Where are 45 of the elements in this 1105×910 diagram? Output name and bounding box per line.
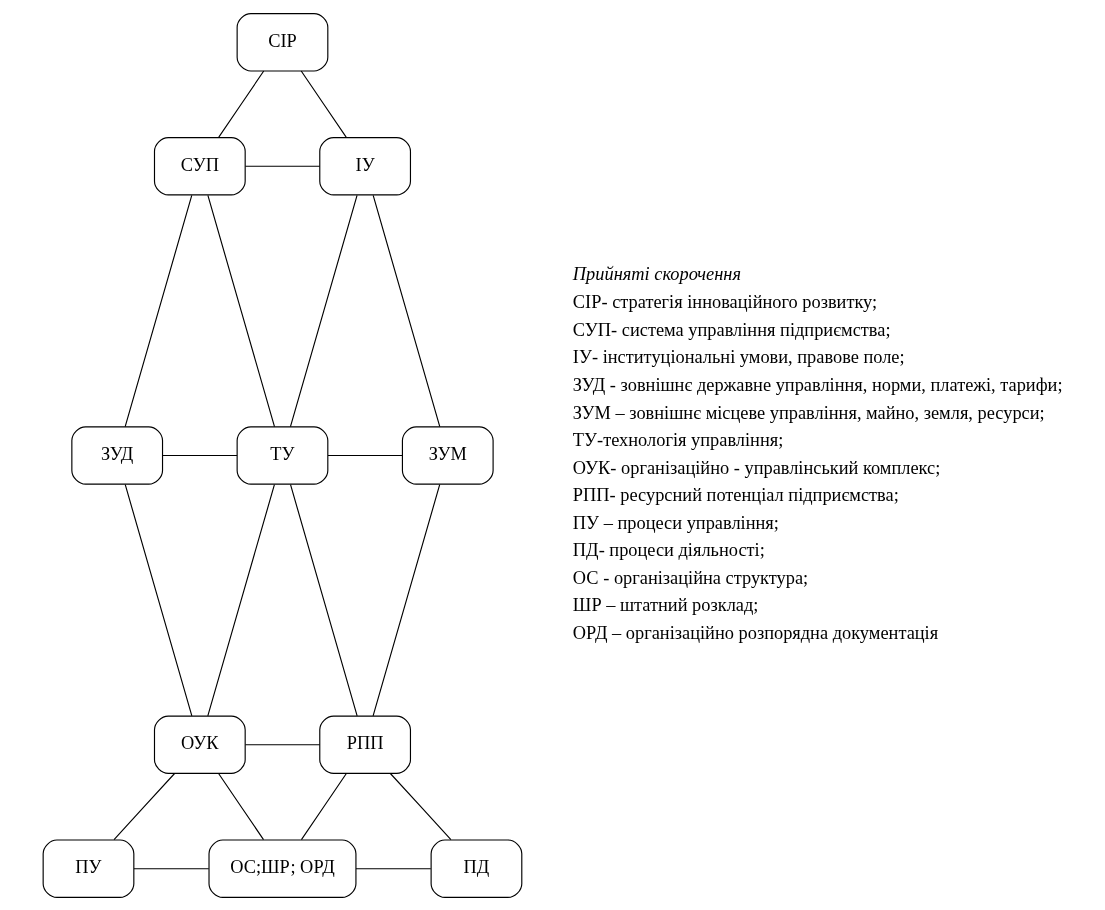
label: СІР- стратегія інноваційного розвитку;	[572, 291, 878, 312]
connector	[389, 772, 452, 840]
connector	[300, 69, 347, 138]
node-box: ОУК	[153, 714, 246, 774]
connector	[289, 194, 358, 427]
connector	[124, 483, 193, 716]
label: ПУ – процеси управління;	[572, 512, 779, 533]
label: ІУ- інституціональні умови, правове поле;	[572, 346, 905, 367]
node-box: ЗУД	[71, 425, 164, 485]
label: ОРД – організаційно розпорядна документація	[572, 622, 939, 643]
node-box: ЗУМ	[401, 425, 494, 485]
connector	[133, 867, 210, 869]
label: ОУК- організаційно - управлінський комплекс;	[572, 457, 941, 478]
connector	[327, 454, 403, 456]
node-box: ПУ	[42, 838, 135, 898]
label: Прийняті скорочення	[572, 263, 742, 284]
connector	[244, 165, 321, 167]
connector	[372, 194, 441, 427]
label: РПП- ресурсний потенціал підприємства;	[572, 484, 899, 505]
node-box: СУП	[153, 136, 246, 196]
label: ЗУД - зовнішнє державне управління, норми, платежі, тарифи;	[572, 374, 1063, 395]
label: ШР – штатний розклад;	[572, 594, 759, 615]
node-box: ТУ	[236, 425, 329, 485]
label: ЗУМ – зовнішнє місцеве управління, майно, земля, ресурси;	[572, 402, 1045, 423]
connector	[300, 772, 347, 840]
label: ТУ-технологія управління;	[572, 429, 784, 450]
connector	[218, 69, 265, 138]
node-box: СІР	[236, 12, 329, 72]
label: ПД- процеси діяльності;	[572, 539, 765, 560]
node-box: ОС;ШР; ОРД	[208, 838, 357, 898]
connector	[113, 772, 176, 840]
node-box: ПД	[430, 838, 523, 898]
connector	[218, 772, 265, 840]
connector	[207, 483, 275, 716]
label: СУП- система управління підприємства;	[572, 319, 891, 340]
connector	[289, 483, 358, 716]
label: ОС - організаційна структура;	[572, 567, 809, 588]
connector	[207, 194, 276, 427]
node-box: РПП	[319, 714, 412, 774]
connector	[162, 454, 238, 456]
connector	[355, 867, 432, 869]
connector	[244, 743, 321, 745]
connector	[124, 194, 193, 427]
node-box: ІУ	[319, 136, 412, 196]
connector	[372, 483, 441, 716]
